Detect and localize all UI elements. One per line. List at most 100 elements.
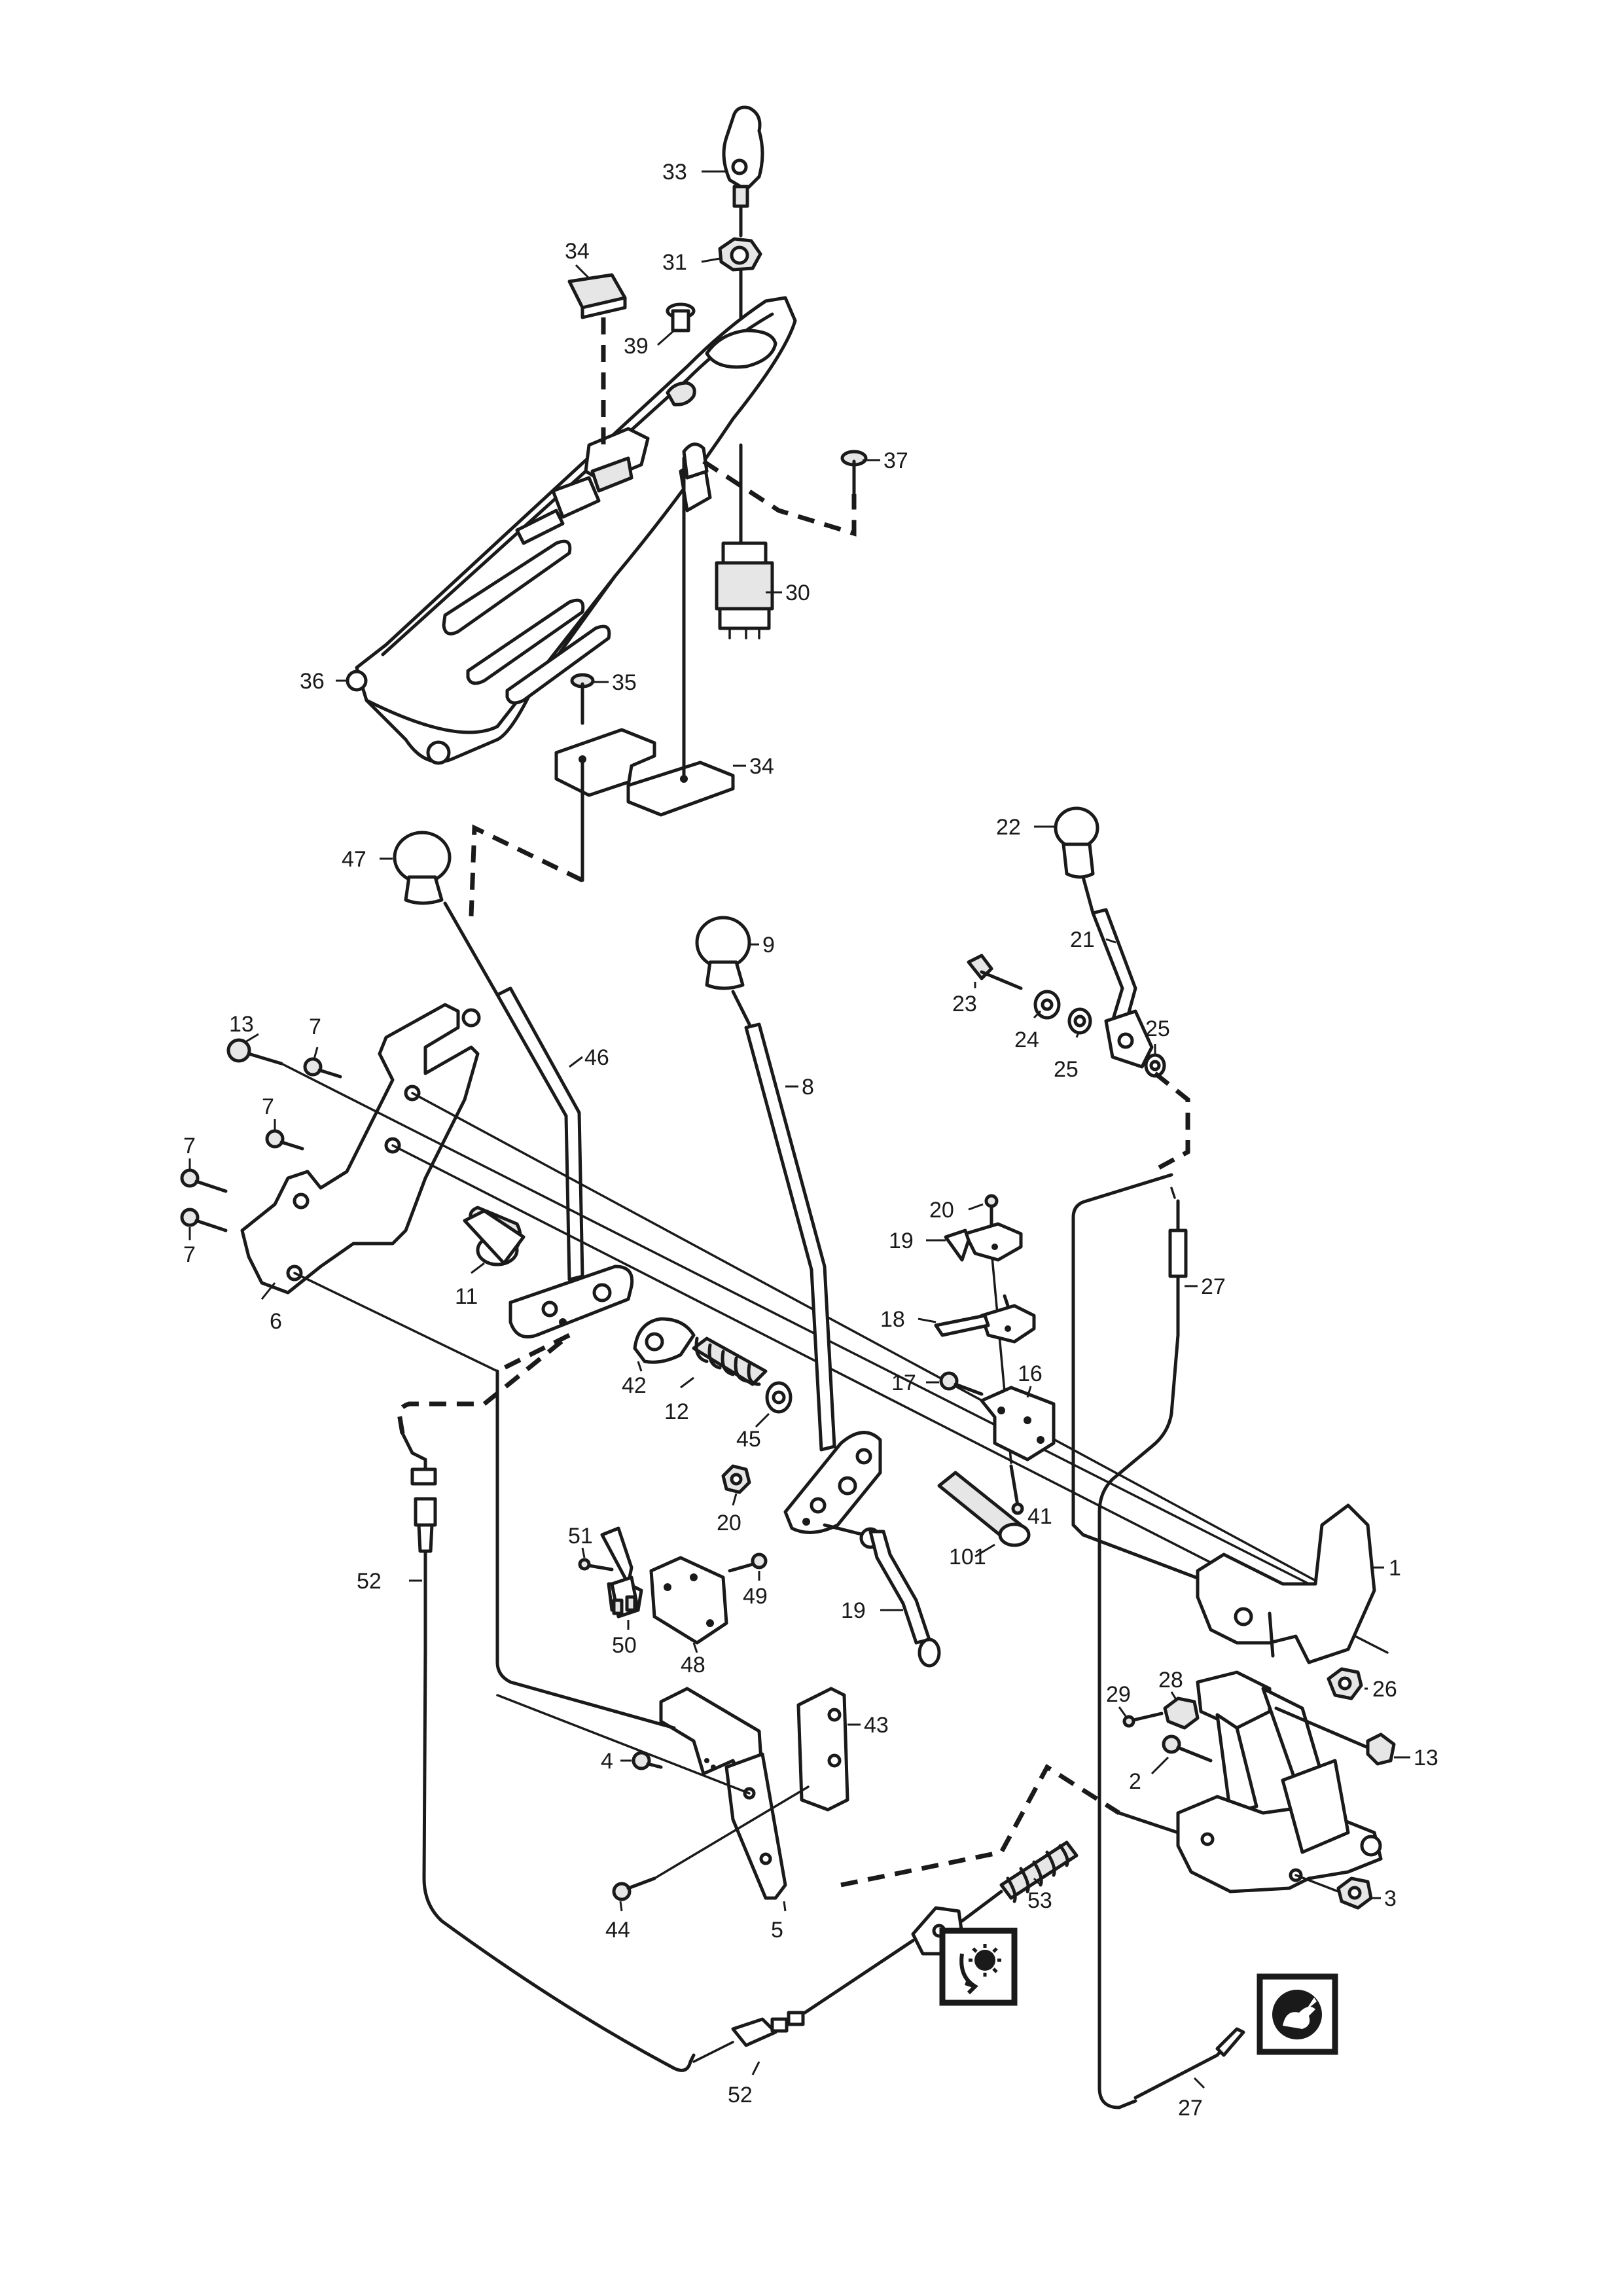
label-35: 35 [612,670,637,695]
cable-27-upper [1168,1187,1188,1337]
label-31: 31 [662,250,687,275]
bolt-13-right [1274,1706,1396,1766]
lever-plate-8 [783,1431,882,1534]
screw-15 [939,1371,984,1396]
key [722,105,764,238]
cap-38 [567,273,627,319]
knob-22 [1054,806,1099,879]
label-16: 18 [880,1307,905,1332]
label-101: 101 [949,1545,986,1570]
label-25-b: 25 [1145,1016,1170,1041]
bracket-1 [1196,1503,1376,1664]
label-30: 30 [785,581,810,605]
label-3: 3 [1384,1886,1397,1911]
screw-4 [632,1751,663,1770]
label-29: 29 [1106,1682,1131,1707]
screw-7-b [265,1129,304,1151]
label-24: 24 [1014,1028,1039,1052]
label-48: 48 [681,1653,705,1677]
cable-52-lower [692,1939,915,2063]
nut-20 [721,1464,751,1494]
screw-7-c [180,1168,228,1193]
label-21: 21 [1070,927,1095,952]
label-23: 23 [952,992,977,1016]
label-50: 50 [612,1633,637,1658]
label-13-left: 13 [229,1012,254,1037]
console-panel [346,296,797,765]
svg-text:20: 20 [717,1511,741,1535]
bolt-23 [967,954,1023,990]
label-47: 47 [342,847,366,872]
bolt-2 [1162,1734,1213,1763]
screw-49 [728,1552,768,1573]
screw-7-a [303,1057,342,1079]
label-45: 45 [736,1427,761,1452]
switch-50 [600,1526,643,1619]
label-7-d: 7 [183,1242,196,1267]
label-37: 37 [883,448,908,473]
rabbit-speed-icon [1257,1973,1338,2055]
label-52-upper: 52 [357,1569,382,1594]
svg-text:34: 34 [749,754,774,779]
screw-41 [1009,1464,1024,1515]
bushing-11 [463,1206,526,1266]
switch-16 [934,1294,1036,1344]
pto-engage-icon [939,1928,1018,2006]
label-43: 43 [864,1713,889,1738]
screw-44 [612,1876,656,1901]
label-12: 12 [664,1399,689,1424]
label-39: 39 [624,334,649,359]
washer-45 [765,1381,793,1414]
label-28: 28 [1158,1668,1183,1693]
pedal-5 [659,1687,787,1900]
screw-29 [1122,1712,1164,1728]
screw-37 [840,450,868,496]
label-4: 4 [601,1749,613,1774]
rod-19 [823,1523,941,1668]
nut-3 [1336,1876,1373,1910]
label-2: 2 [1129,1769,1141,1794]
nut-28 [1163,1696,1200,1730]
label-27-lower: 27 [1178,2096,1203,2121]
spring-12 [692,1336,768,1386]
pedal-bracket-right [1176,1670,1383,1893]
label-53: 53 [1027,1888,1052,1913]
label-52-lower: 52 [728,2083,753,2108]
label-5: 5 [771,1918,783,1943]
label-6: 6 [270,1309,282,1334]
label-7-c: 7 [183,1134,196,1158]
label-42: 42 [622,1373,647,1398]
label-17: 19 [889,1229,914,1253]
lever-8 [744,1022,836,1452]
knob-9 [695,916,751,990]
label-9: 9 [762,933,775,958]
bracket-14 [980,1386,1056,1462]
bracket-43 [796,1687,849,1812]
screw-51 [578,1558,614,1571]
screw-35 [570,673,595,725]
spacer-101 [937,1471,1031,1547]
label-22: 22 [996,815,1021,840]
nut-26 [1327,1667,1363,1700]
svg-text:19: 19 [841,1598,866,1623]
screw-13-left [226,1038,283,1066]
label-49: 49 [743,1584,768,1609]
ignition-switch [715,541,774,639]
label-13-right: 13 [1414,1746,1438,1770]
switch-17 [944,1222,1023,1262]
cable-27-lower [1133,2027,1245,2100]
label-11: 11 [455,1284,478,1309]
label-1: 1 [1389,1556,1401,1581]
spring-53 [999,1840,1079,1903]
washer-42 [633,1317,696,1364]
washer-25-b [1144,1053,1166,1078]
label-36: 36 [300,669,325,694]
bracket-48 [649,1556,728,1645]
label-41: 41 [1027,1504,1052,1529]
screw-7-d [180,1208,228,1232]
part-labels: 33 31 34 39 37 30 36 35 34 34 47 9 22 21… [183,160,1438,2121]
label-44: 44 [605,1918,630,1943]
label-25-a: 25 [1054,1057,1079,1082]
label-15: 17 [891,1371,916,1395]
